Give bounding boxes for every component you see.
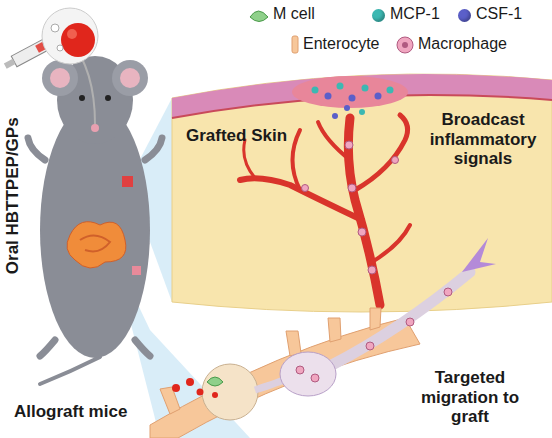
particle-view xyxy=(42,8,98,64)
legend-text: CSF-1 xyxy=(476,5,522,23)
macrophage-nucleus xyxy=(402,42,408,48)
graft-site xyxy=(292,76,408,108)
annotation-label: Broadcast inflammatory signals xyxy=(418,110,548,169)
legend-text: Macrophage xyxy=(418,35,507,53)
m-cell-icon xyxy=(250,11,268,22)
annotation-label: Targeted migration to graft xyxy=(400,368,540,427)
intestine xyxy=(150,308,420,438)
dermis xyxy=(172,74,552,312)
legend-text: Enterocyte xyxy=(303,35,379,53)
enterocyte-icon xyxy=(292,36,298,53)
legend-swatch xyxy=(458,9,471,22)
legend-text: M cell xyxy=(273,5,315,23)
annotation-label: Grafted Skin xyxy=(186,126,287,146)
macrophages xyxy=(302,141,399,274)
annotation-label: Allograft mice xyxy=(14,402,127,422)
legend-text: MCP-1 xyxy=(390,5,440,23)
annotation-label: Oral HBTTPEP/GPs xyxy=(3,101,23,291)
legend-swatch xyxy=(372,9,385,22)
macrophage-icon xyxy=(397,37,413,53)
signal-dots xyxy=(312,83,394,120)
